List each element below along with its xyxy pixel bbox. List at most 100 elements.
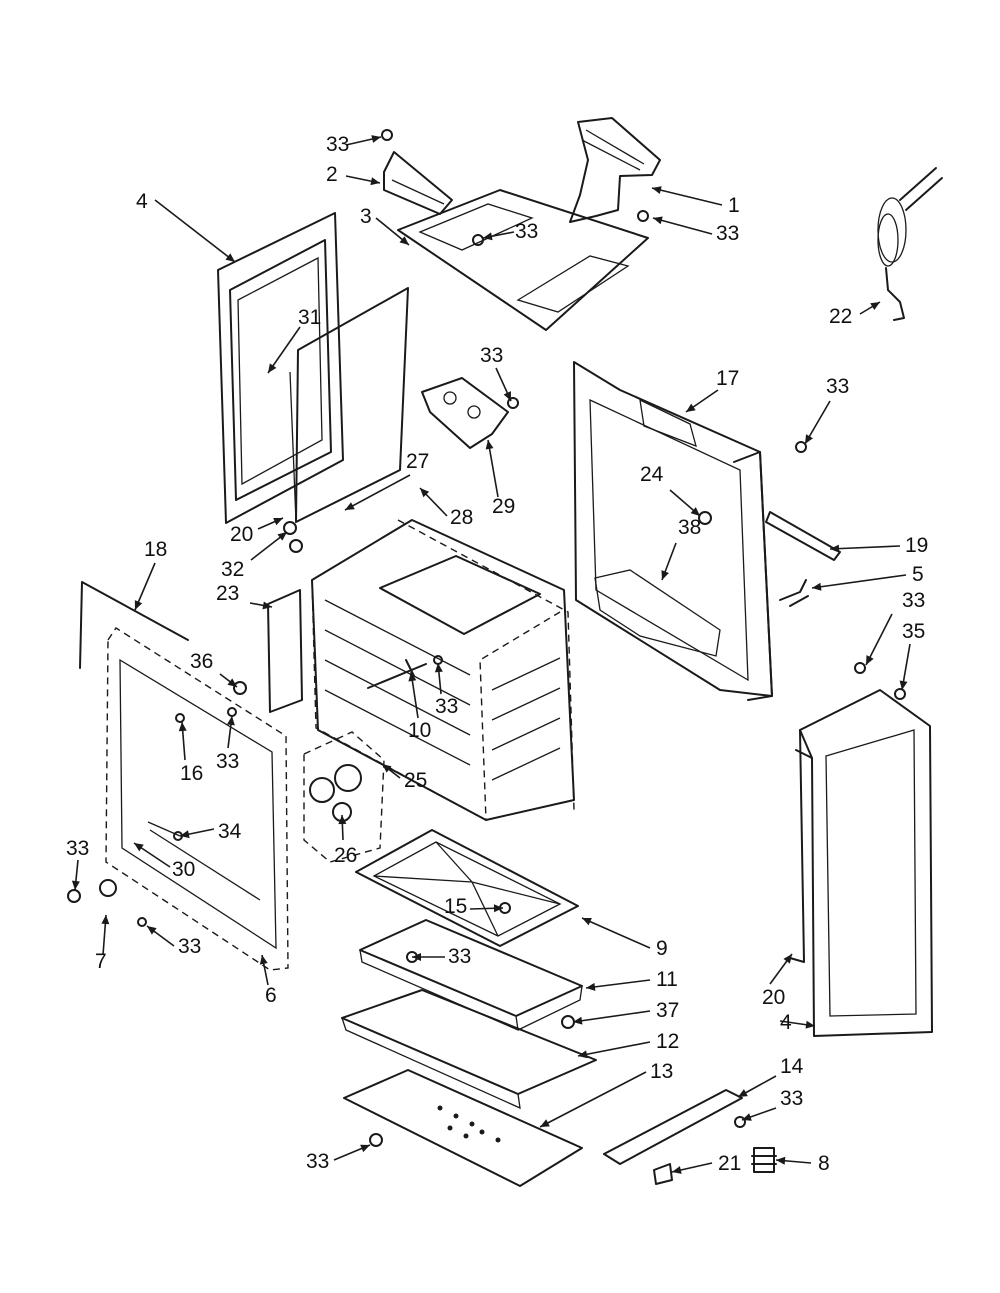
callout-leader-19: [829, 545, 901, 550]
callout-arrowhead-41: [259, 955, 268, 965]
callout-arrowhead-46: [805, 1020, 815, 1029]
callout-arrowhead-12: [805, 434, 813, 444]
callout-label-10: 33: [480, 344, 503, 367]
callout-arrowhead-23: [262, 601, 272, 610]
callout-arrowhead-25: [899, 680, 908, 690]
callout-label-11: 17: [716, 367, 739, 390]
callout-arrowhead-45: [578, 1050, 588, 1059]
part-bracket: [383, 151, 453, 215]
callout-arrowhead-13: [345, 502, 355, 510]
callout-label-7: 33: [515, 220, 538, 243]
callout-label-52: 21: [718, 1152, 741, 1175]
part-rack-support: [367, 659, 427, 689]
callout-label-8: 22: [829, 305, 852, 328]
callout-label-18: 38: [678, 516, 701, 539]
callout-label-17: 20: [230, 523, 253, 546]
part-back-panel: [573, 361, 773, 701]
callout-arrowhead-8: [870, 302, 880, 311]
callout-leader-42: [585, 979, 651, 989]
callout-leader-5: [154, 199, 236, 263]
callout-arrowhead-49: [742, 1113, 752, 1121]
callout-label-27: 10: [408, 719, 431, 742]
callout-arrowhead-16: [420, 488, 430, 498]
callout-arrowhead-40: [101, 915, 110, 925]
callout-arrowhead-37: [147, 926, 157, 935]
callout-label-40: 7: [95, 950, 107, 973]
callout-label-34: 33: [66, 837, 89, 860]
callout-arrowhead-4: [653, 216, 663, 225]
callout-leader-15: [487, 439, 499, 498]
callout-label-31: 25: [404, 769, 427, 792]
part-burner-group: [303, 731, 385, 863]
callout-arrowhead-20: [134, 600, 143, 610]
callout-arrowhead-36: [493, 904, 503, 913]
callout-label-3: 1: [728, 194, 740, 217]
part-drawer-bottom: [343, 1069, 583, 1187]
part-leveling-leg: [751, 1147, 777, 1173]
callout-arrowhead-47: [540, 1119, 550, 1127]
callout-label-35: 30: [172, 858, 195, 881]
part-power-cord: [877, 167, 943, 321]
callout-arrowhead-50: [360, 1144, 370, 1153]
callout-arrowhead-3: [652, 186, 662, 195]
callout-leader-44: [572, 1010, 651, 1023]
callout-arrowhead-43: [783, 954, 792, 964]
callout-leader-38: [581, 917, 651, 949]
callout-label-5: 4: [136, 190, 148, 213]
callout-arrowhead-31: [382, 764, 392, 773]
callout-arrowhead-22: [812, 582, 822, 591]
part-small-clip: [653, 1163, 673, 1185]
callout-label-36: 15: [444, 895, 467, 918]
part-top-vent: [569, 117, 661, 223]
callout-label-14: 24: [640, 463, 664, 486]
callout-arrowhead-21: [277, 532, 287, 541]
callout-arrowhead-6: [399, 236, 409, 245]
part-panel-bracket: [267, 589, 303, 713]
callout-arrowhead-10: [503, 391, 511, 401]
callout-label-25: 35: [902, 620, 925, 643]
callout-arrowhead-14: [690, 507, 700, 516]
callout-label-39: 33: [448, 945, 471, 968]
callout-label-6: 3: [360, 205, 372, 228]
callout-label-51: 8: [818, 1152, 830, 1175]
callout-label-4: 33: [716, 222, 739, 245]
callout-arrowhead-28: [434, 663, 443, 673]
callout-label-12: 33: [826, 375, 849, 398]
callout-arrowhead-33: [338, 815, 347, 825]
callout-label-15: 29: [492, 495, 515, 518]
callout-label-9: 31: [298, 306, 321, 329]
callout-label-16: 28: [450, 506, 473, 529]
part-oven-bottom: [355, 829, 579, 947]
callout-arrowhead-9: [268, 363, 277, 373]
callout-leader-9: [267, 326, 301, 374]
part-module: [421, 377, 509, 449]
callout-arrowhead-17: [273, 517, 283, 526]
part-clip: [779, 579, 809, 607]
callout-arrowhead-32: [180, 830, 190, 839]
callout-label-2: 2: [326, 163, 338, 186]
callout-arrowhead-44: [573, 1016, 583, 1025]
callout-label-26: 36: [190, 650, 213, 673]
part-top-plate: [397, 189, 649, 331]
callout-leader-47: [539, 1071, 647, 1128]
callout-arrowhead-30: [226, 716, 235, 726]
callout-label-22: 5: [912, 563, 924, 586]
callout-arrowhead-2: [370, 177, 380, 186]
callout-label-32: 34: [218, 820, 242, 843]
callout-leader-3: [651, 187, 723, 206]
callout-label-30: 33: [216, 750, 239, 773]
callout-label-38: 9: [656, 937, 668, 960]
callout-arrowhead-35: [134, 843, 144, 852]
callout-label-28: 33: [435, 695, 458, 718]
callout-leader-45: [577, 1041, 651, 1057]
callout-leader-4: [652, 217, 713, 235]
part-tray: [359, 919, 583, 1032]
part-oven-cavity: [311, 519, 575, 822]
callout-arrowhead-5: [225, 253, 235, 262]
callout-leader-24: [865, 613, 893, 666]
callout-label-44: 37: [656, 999, 679, 1022]
callout-label-1: 33: [326, 133, 349, 156]
callout-leader-22: [811, 574, 907, 589]
callout-label-49: 33: [780, 1087, 803, 1110]
